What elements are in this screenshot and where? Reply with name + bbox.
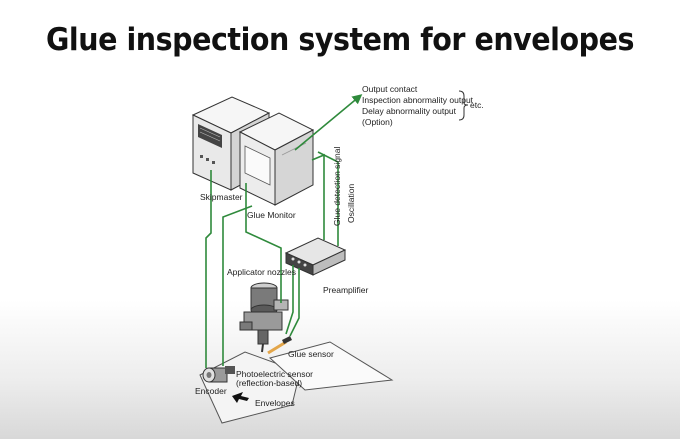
glue-monitor-label: Glue Monitor bbox=[247, 210, 296, 220]
preamplifier-label: Preamplifier bbox=[323, 285, 369, 295]
glue-sensor-head bbox=[282, 336, 292, 344]
encoder-device bbox=[202, 367, 228, 383]
glue-sensor-label: Glue sensor bbox=[288, 349, 334, 359]
applicator-nozzle-assembly bbox=[239, 282, 289, 353]
photoelectric-sensor-label: Photoelectric sensor bbox=[236, 369, 313, 379]
page-title: Glue inspection system for envelopes bbox=[45, 22, 634, 58]
glue-monitor-unit bbox=[238, 112, 315, 206]
output-etc-label: etc. bbox=[470, 100, 484, 110]
output-bracket bbox=[458, 90, 469, 121]
preamplifier-unit bbox=[284, 237, 347, 276]
signal-wires bbox=[205, 94, 363, 368]
skipmaster-label: Skipmaster bbox=[200, 192, 243, 202]
glue-bead bbox=[267, 340, 287, 355]
glue-detection-signal-label: Glue detection signal bbox=[332, 147, 342, 226]
output-item-label: (Option) bbox=[362, 117, 393, 127]
envelopes-label: Envelopes bbox=[255, 398, 295, 408]
feed-direction-arrow-icon bbox=[232, 392, 249, 403]
output-item-label: Inspection abnormality output bbox=[362, 95, 474, 105]
applicator-nozzles-label: Applicator nozzles bbox=[227, 267, 296, 277]
output-item-label: Output contact bbox=[362, 84, 418, 94]
photoelectric-sensor-subtitle: (reflection-based) bbox=[236, 378, 302, 388]
output-item-label: Delay abnormality output bbox=[362, 106, 457, 116]
oscillation-label: Oscillation bbox=[346, 184, 356, 223]
photoelectric-sensor-head bbox=[225, 366, 235, 374]
encoder-label: Encoder bbox=[195, 386, 227, 396]
